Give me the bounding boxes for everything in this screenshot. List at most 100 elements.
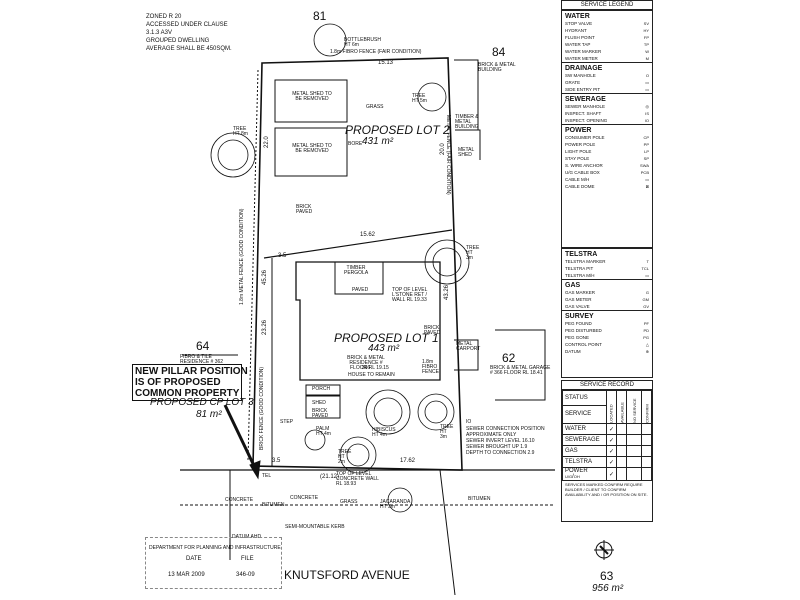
neighbor-lot-63: 63	[600, 569, 614, 583]
legend-item-label: SEWER MANHOLE	[565, 104, 606, 109]
legend-item-symbol: TP	[643, 42, 649, 47]
legend-item-symbol: GV	[643, 304, 649, 309]
zoning-note-3: 3.1.3 A3V	[146, 30, 173, 36]
legend-item: CABLE M/H▭	[562, 176, 652, 183]
zoning-note-5: AVERAGE SHALL BE 450SQM.	[146, 46, 232, 52]
record-row: GAS✓	[562, 445, 652, 457]
legend-item-label: GRATE	[565, 80, 581, 85]
legend-item: TELSTRA M/H▭	[562, 272, 652, 279]
street-grass: GRASS	[340, 499, 358, 505]
zoning-note-2: ACCESSED UNDER CLAUSE	[146, 22, 228, 28]
legend-item-symbol: FP	[643, 35, 649, 40]
lot2-brick-paved: BRICK PAVED	[296, 204, 313, 215]
stamp-file: 346-09	[236, 572, 255, 578]
lot2-grass: GRASS	[366, 104, 384, 110]
legend-section-title: TELSTRA	[562, 248, 652, 258]
legend-item-label: GAS VALVE	[565, 304, 590, 309]
lot3-dim-3-5: 3.5	[272, 458, 281, 464]
pillar-note-line3: COMMON PROPERTY	[135, 388, 240, 399]
lot2-dim-left: 22.0	[264, 136, 270, 148]
legend-item-label: CONTROL POINT	[565, 342, 602, 347]
legend-item: SEWER MANHOLE◎	[562, 103, 652, 110]
legend-section-title: DRAINAGE	[562, 62, 652, 72]
lot3-palm: PALM HT 4m	[316, 426, 331, 437]
stamp-date-label: DATE	[186, 556, 202, 562]
fence-note-top: 1.8m FIBRO FENCE (FAIR CONDITION)	[330, 49, 422, 55]
legend-item-label: HYDRANT	[565, 28, 587, 33]
lot1-dim-right: 43.26	[444, 284, 450, 300]
tree-symbol	[210, 132, 256, 178]
legend-item-symbol: M	[645, 56, 649, 61]
lot3-shed: SHED	[312, 400, 326, 406]
legend-item-label: STOP VALVE	[565, 21, 593, 26]
stamp-file-label: FILE	[241, 556, 254, 562]
record-status-header: STATUS	[562, 390, 607, 406]
legend-item-label: TELSTRA M/H	[565, 273, 595, 278]
record-col4: CONFIRM	[641, 390, 652, 424]
street-kerb: SEMI-MOUNTABLE KERB	[285, 524, 345, 530]
tree-note-bottlebrush: BOTTLEBRUSH HT 6m	[344, 37, 381, 48]
legend-item-label: SW MANHOLE	[565, 73, 596, 78]
lot1-tree-right: TREE HT 3m	[466, 245, 480, 261]
legend-item-symbol: SWA	[640, 163, 649, 168]
lot2-label: PROPOSED LOT 2	[345, 123, 450, 137]
legend-item-label: U/G CABLE BOX	[565, 170, 600, 175]
neighbor-lot-81: 81	[313, 9, 327, 23]
legend-item-label: WATER MARKER	[565, 49, 602, 54]
sewer-note-5: SEWER BROUGHT UP 1.9	[466, 444, 528, 450]
legend-item-symbol: GM	[642, 297, 649, 302]
legend-item-symbol: ▭	[645, 177, 649, 182]
lot3-fence: BRICK FENCE (GOOD CONDITION)	[259, 366, 265, 450]
street-wall: TOP OF LEVEL CONCRETE WALL RL 18.93	[336, 471, 379, 487]
legend-title: SERVICE LEGEND	[562, 1, 652, 10]
legend-item-symbol: PP	[643, 142, 649, 147]
legend-item-symbol: ▭	[645, 87, 649, 92]
lot2-tree-right: TREE HT 5m	[412, 93, 427, 104]
legend-item-label: PEG GONE	[565, 335, 590, 340]
legend-item-label: CONSUMER POLE	[565, 135, 605, 140]
record-table: STATUS LOCATED AVAILABLE NO SERVICE CONF…	[562, 390, 652, 481]
record-note: SERVICES MARKED CONFIRM REQUIRE BUILDER …	[565, 482, 648, 497]
service-record: SERVICE RECORD STATUS LOCATED AVAILABLE …	[561, 380, 653, 522]
pillar-note-line2: IS OF PROPOSED	[135, 377, 221, 388]
sewer-note-1: IO	[466, 419, 472, 425]
legend-item: DATUM⊕	[562, 348, 652, 355]
neighbor-note-building: BRICK & METAL BUILDING	[478, 62, 516, 73]
record-service-header: SERVICE	[562, 404, 607, 425]
lot2-tree-left: TREE HT 8m	[233, 126, 248, 137]
legend-item-label: DATUM	[565, 349, 581, 354]
legend-item-label: TELSTRA PIT	[565, 266, 594, 271]
lot2-bore: BORE	[348, 141, 363, 147]
stamp-date: 13 MAR 2009	[168, 572, 205, 578]
lot1-floor: FLOOR RL 19.15	[350, 365, 389, 371]
street-bitumen-left: BITUMEN	[262, 502, 285, 508]
neighbor-lot-62: 62	[502, 351, 516, 365]
lot3-step: STEP	[280, 419, 294, 425]
lot3-dim-front2: (21.12)	[320, 474, 340, 480]
legend-item-symbol: △	[645, 342, 649, 347]
legend-item: GRATE▭	[562, 79, 652, 86]
record-row: POWER U/G/OH✓	[562, 467, 652, 481]
lot1-dim-b: 3.5	[278, 253, 287, 259]
street-concrete-left: CONCRETE	[225, 497, 254, 503]
legend-item-label: LIGHT POLE	[565, 149, 592, 154]
legend-item-symbol: PG	[643, 335, 649, 340]
street-concrete-mid: CONCRETE	[290, 495, 319, 501]
stamp-dept: DEPARTMENT FOR PLANNING AND INFRASTRUCTU…	[149, 545, 281, 551]
record-col3: NO SERVICE	[626, 390, 642, 424]
legend-item-label: S. WIRE ANCHOR	[565, 163, 603, 168]
